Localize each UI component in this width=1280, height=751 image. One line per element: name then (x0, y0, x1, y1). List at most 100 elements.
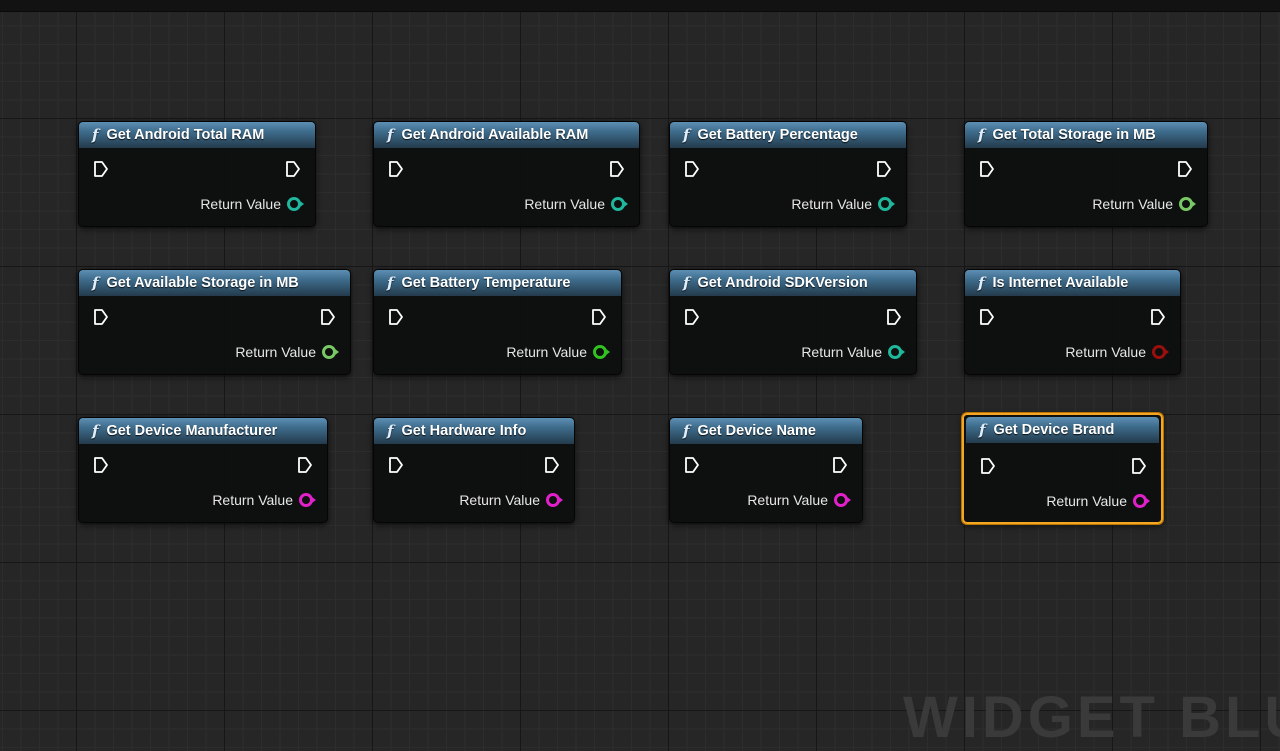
return-value-pin-icon[interactable] (593, 345, 610, 359)
return-value-pin-icon[interactable] (834, 493, 851, 507)
node-title: Get Available Storage in MB (106, 275, 299, 291)
function-icon: f (387, 126, 394, 144)
exec-in-pin-icon[interactable] (980, 457, 996, 475)
return-value-label: Return Value (747, 492, 828, 508)
exec-out-pin-icon[interactable] (1150, 308, 1166, 326)
return-value-row: Return Value (459, 492, 563, 508)
function-icon: f (979, 421, 986, 439)
node-title: Get Battery Temperature (401, 275, 571, 291)
node-title: Get Total Storage in MB (992, 127, 1156, 143)
return-value-pin-icon[interactable] (1152, 345, 1169, 359)
editor-top-bar (0, 0, 1280, 12)
exec-in-pin-icon[interactable] (979, 160, 995, 178)
return-value-pin-icon[interactable] (287, 197, 304, 211)
exec-out-pin-icon[interactable] (591, 308, 607, 326)
exec-in-pin-icon[interactable] (93, 456, 109, 474)
node-title: Get Battery Percentage (697, 127, 858, 143)
node-header[interactable]: f Get Available Storage in MB (79, 270, 350, 296)
node-title: Get Android Available RAM (401, 127, 589, 143)
return-value-label: Return Value (200, 196, 281, 212)
return-value-label: Return Value (1092, 196, 1173, 212)
node-get-battery-temperature[interactable]: f Get Battery Temperature Return Value (373, 269, 622, 375)
return-value-row: Return Value (801, 344, 905, 360)
return-value-row: Return Value (1092, 196, 1196, 212)
return-value-row: Return Value (235, 344, 339, 360)
function-icon: f (387, 274, 394, 292)
node-get-battery-percentage[interactable]: f Get Battery Percentage Return Value (669, 121, 907, 227)
return-value-label: Return Value (791, 196, 872, 212)
node-get-android-available-ram[interactable]: f Get Android Available RAM Return Value (373, 121, 640, 227)
function-icon: f (92, 422, 99, 440)
function-icon: f (683, 422, 690, 440)
exec-in-pin-icon[interactable] (684, 456, 700, 474)
return-value-label: Return Value (801, 344, 882, 360)
return-value-label: Return Value (459, 492, 540, 508)
node-header[interactable]: f Get Device Name (670, 418, 862, 444)
return-value-row: Return Value (212, 492, 316, 508)
node-header[interactable]: f Get Device Manufacturer (79, 418, 327, 444)
function-icon: f (92, 274, 99, 292)
function-icon: f (978, 274, 985, 292)
node-header[interactable]: f Get Battery Temperature (374, 270, 621, 296)
return-value-pin-icon[interactable] (546, 493, 563, 507)
exec-in-pin-icon[interactable] (979, 308, 995, 326)
exec-in-pin-icon[interactable] (93, 160, 109, 178)
exec-in-pin-icon[interactable] (388, 308, 404, 326)
node-header[interactable]: f Get Android Available RAM (374, 122, 639, 148)
node-title: Get Android SDKVersion (697, 275, 868, 291)
exec-out-pin-icon[interactable] (544, 456, 560, 474)
exec-out-pin-icon[interactable] (1177, 160, 1193, 178)
return-value-pin-icon[interactable] (1133, 494, 1150, 508)
node-get-device-manufacturer[interactable]: f Get Device Manufacturer Return Value (78, 417, 328, 523)
return-value-label: Return Value (506, 344, 587, 360)
exec-out-pin-icon[interactable] (876, 160, 892, 178)
exec-out-pin-icon[interactable] (320, 308, 336, 326)
function-icon: f (683, 126, 690, 144)
return-value-pin-icon[interactable] (299, 493, 316, 507)
return-value-label: Return Value (1046, 493, 1127, 509)
return-value-row: Return Value (506, 344, 610, 360)
return-value-row: Return Value (791, 196, 895, 212)
node-get-device-name[interactable]: f Get Device Name Return Value (669, 417, 863, 523)
exec-out-pin-icon[interactable] (297, 456, 313, 474)
node-title: Get Device Name (697, 423, 816, 439)
exec-out-pin-icon[interactable] (832, 456, 848, 474)
exec-out-pin-icon[interactable] (886, 308, 902, 326)
return-value-row: Return Value (1046, 493, 1150, 509)
exec-out-pin-icon[interactable] (1131, 457, 1147, 475)
exec-in-pin-icon[interactable] (388, 160, 404, 178)
exec-in-pin-icon[interactable] (684, 308, 700, 326)
return-value-label: Return Value (1065, 344, 1146, 360)
return-value-pin-icon[interactable] (1179, 197, 1196, 211)
return-value-row: Return Value (524, 196, 628, 212)
node-title: Get Android Total RAM (106, 127, 265, 143)
exec-in-pin-icon[interactable] (93, 308, 109, 326)
return-value-label: Return Value (524, 196, 605, 212)
exec-in-pin-icon[interactable] (684, 160, 700, 178)
node-header[interactable]: f Get Battery Percentage (670, 122, 906, 148)
return-value-label: Return Value (235, 344, 316, 360)
node-title: Get Device Manufacturer (106, 423, 278, 439)
exec-out-pin-icon[interactable] (609, 160, 625, 178)
return-value-pin-icon[interactable] (611, 197, 628, 211)
return-value-row: Return Value (747, 492, 851, 508)
node-get-available-storage-in-mb[interactable]: f Get Available Storage in MB Return Valu… (78, 269, 351, 375)
return-value-pin-icon[interactable] (322, 345, 339, 359)
exec-in-pin-icon[interactable] (388, 456, 404, 474)
function-icon: f (387, 422, 394, 440)
exec-out-pin-icon[interactable] (285, 160, 301, 178)
return-value-pin-icon[interactable] (888, 345, 905, 359)
return-value-pin-icon[interactable] (878, 197, 895, 211)
